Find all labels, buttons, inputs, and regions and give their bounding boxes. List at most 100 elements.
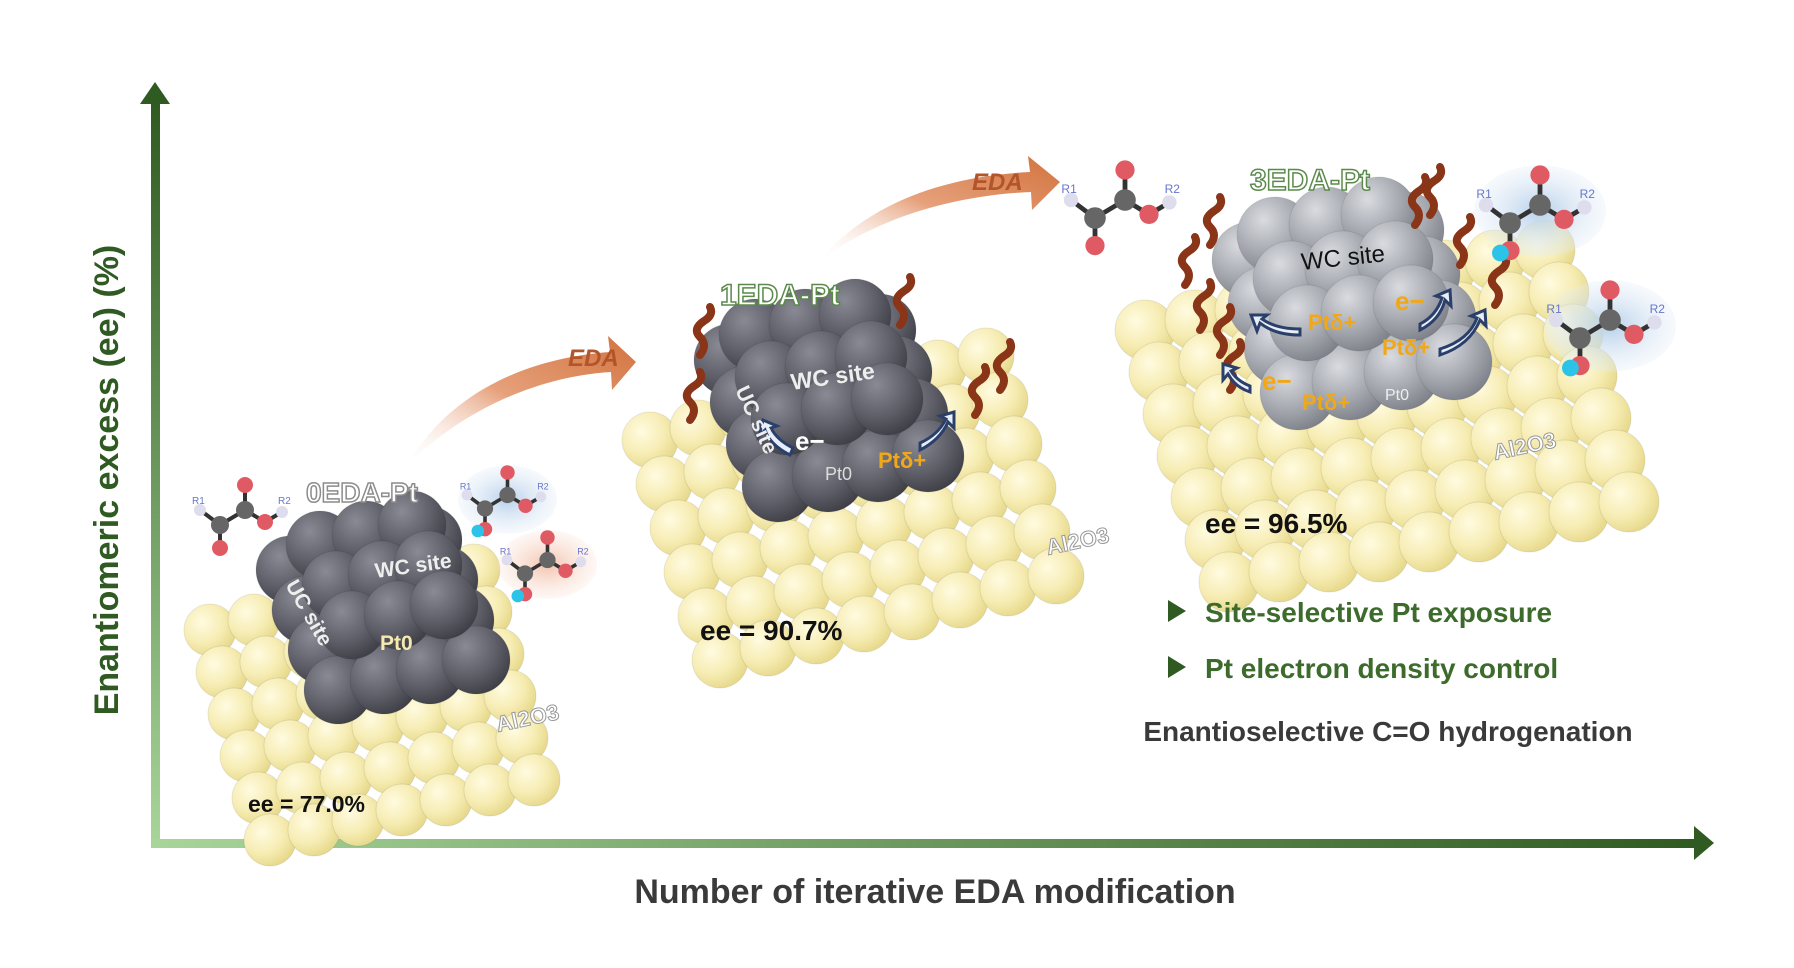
oxygen-atom — [1085, 236, 1105, 256]
r1-label: R1 — [460, 482, 472, 492]
carbon-atom — [1529, 194, 1551, 216]
oxygen-atom — [518, 498, 533, 513]
carbon-atom — [236, 501, 254, 519]
support-2-sphere — [1398, 511, 1460, 573]
r2-label: R2 — [278, 496, 291, 507]
r2-label: R2 — [577, 547, 589, 557]
ee-value: ee = 90.7% — [700, 615, 843, 646]
pt-cluster-1-sphere — [891, 419, 965, 493]
pt-cluster-0-top-sphere — [409, 570, 479, 640]
oxygen-atom — [257, 514, 273, 530]
pt-cluster-0-top — [285, 490, 479, 660]
support-2-sphere — [1448, 501, 1510, 563]
panel-title: 0EDA-Pt — [306, 477, 418, 508]
bullet-item: Pt electron density control — [1205, 653, 1558, 684]
hydrogen-atom — [511, 589, 525, 603]
r1-label: R1 — [500, 547, 512, 557]
bullet-list: Site-selective Pt exposure Pt electron d… — [1168, 597, 1558, 684]
hydrogen-atom — [471, 524, 485, 538]
r1-atom — [501, 554, 513, 566]
hydrogen-atom — [1562, 359, 1579, 377]
oxygen-atom — [1600, 280, 1620, 300]
support-2-sphere — [1348, 521, 1410, 583]
electron-transfer-arrow-icon — [1248, 313, 1302, 337]
pt-cluster-0-sphere — [441, 625, 511, 695]
support-0-sphere — [419, 773, 473, 827]
r2-label: R2 — [1580, 187, 1596, 201]
y-axis-arrowhead-icon — [140, 82, 170, 104]
r1-atom — [1548, 312, 1564, 328]
oxygen-atom — [1554, 209, 1574, 229]
r1-atom — [1063, 192, 1079, 208]
r2-atom — [1577, 200, 1592, 215]
support-2-sphere — [1498, 491, 1560, 553]
r1-label: R1 — [1061, 182, 1077, 196]
pt0-label: Pt0 — [380, 632, 413, 655]
product-molecule: R1 R2 — [1474, 165, 1606, 262]
r2-label: R2 — [1650, 302, 1666, 316]
y-axis-label: Enantiomeric excess (ee) (%) — [88, 245, 126, 716]
eda-ligand-icon — [992, 338, 1016, 394]
eda-ligand-icon — [1192, 278, 1216, 334]
oxygen-atom — [1530, 165, 1550, 185]
support-2-sphere — [1598, 471, 1660, 533]
eda-ligand-icon — [1212, 303, 1236, 359]
y-axis — [140, 82, 170, 848]
eda-ligand-icon — [967, 363, 991, 419]
pt-delta-label: Ptδ+ — [1382, 335, 1430, 360]
electron-transfer-arrow-icon — [1221, 362, 1252, 395]
pt-cluster-2-sphere — [1415, 323, 1493, 401]
support-0-sphere — [463, 763, 517, 817]
r1-atom — [461, 489, 473, 501]
r1-label: R1 — [1476, 187, 1492, 201]
oxygen-atom — [212, 540, 228, 556]
panel-title: 1EDA-Pt — [720, 279, 840, 312]
support-0-sphere — [375, 783, 429, 837]
hydrogen-atom — [1492, 244, 1509, 262]
pt-delta-label: Ptδ+ — [1302, 390, 1350, 415]
electron-label: e− — [795, 426, 825, 456]
electron-transfer-arrow-icon — [756, 417, 795, 458]
support-1-sphere — [1027, 547, 1085, 605]
support-2-sphere — [1548, 481, 1610, 543]
eda-ligand-icon — [682, 368, 706, 424]
x-axis — [151, 826, 1714, 860]
x-axis-arrowhead-icon — [1694, 826, 1714, 860]
eda-ligand-icon — [1487, 253, 1511, 309]
support-0-sphere — [243, 813, 297, 867]
eda-arrow-2-label: EDA — [972, 169, 1023, 196]
panel-1eda: 1EDA-Pt WC site UC site e− Pt0 Ptδ+ Al2O… — [700, 278, 1112, 646]
substrate-molecule: R1 R2 — [192, 477, 291, 556]
pt0-label: Pt0 — [1385, 387, 1409, 404]
x-axis-label: Number of iterative EDA modification — [634, 873, 1235, 911]
r1-label: R1 — [192, 496, 205, 507]
r1-label: R1 — [1546, 302, 1562, 316]
oxygen-atom — [1115, 160, 1135, 180]
carbon-atom — [1084, 207, 1106, 229]
carbon-atom — [1569, 327, 1591, 349]
bullet-triangle-icon — [1168, 656, 1186, 678]
eda-arrow-1: EDA — [405, 336, 636, 468]
r2-atom — [276, 506, 288, 518]
eda-ligand-icon — [692, 303, 716, 359]
carbon-atom — [1499, 212, 1521, 234]
ee-value: ee = 96.5% — [1205, 508, 1348, 539]
eda-ligand-icon — [1177, 233, 1201, 289]
r1-atom — [1478, 197, 1494, 213]
carbon-atom — [499, 486, 516, 504]
r1-atom — [194, 504, 206, 516]
electron-label: e− — [1395, 286, 1425, 316]
electron-label: e− — [1262, 366, 1292, 396]
panel-title: 3EDA-Pt — [1250, 164, 1370, 197]
electron-transfer-arrow-icon — [918, 410, 956, 453]
oxygen-atom — [500, 465, 515, 480]
pt0-label: Pt0 — [825, 464, 852, 484]
eda-arrow-1-label: EDA — [568, 345, 619, 372]
support-1-sphere — [979, 559, 1037, 617]
oxygen-atom — [237, 477, 253, 493]
carbon-atom — [211, 516, 229, 534]
oxygen-atom — [540, 530, 555, 545]
support-0-sphere — [507, 753, 561, 807]
pt-cluster-1-top-sphere — [850, 362, 924, 436]
